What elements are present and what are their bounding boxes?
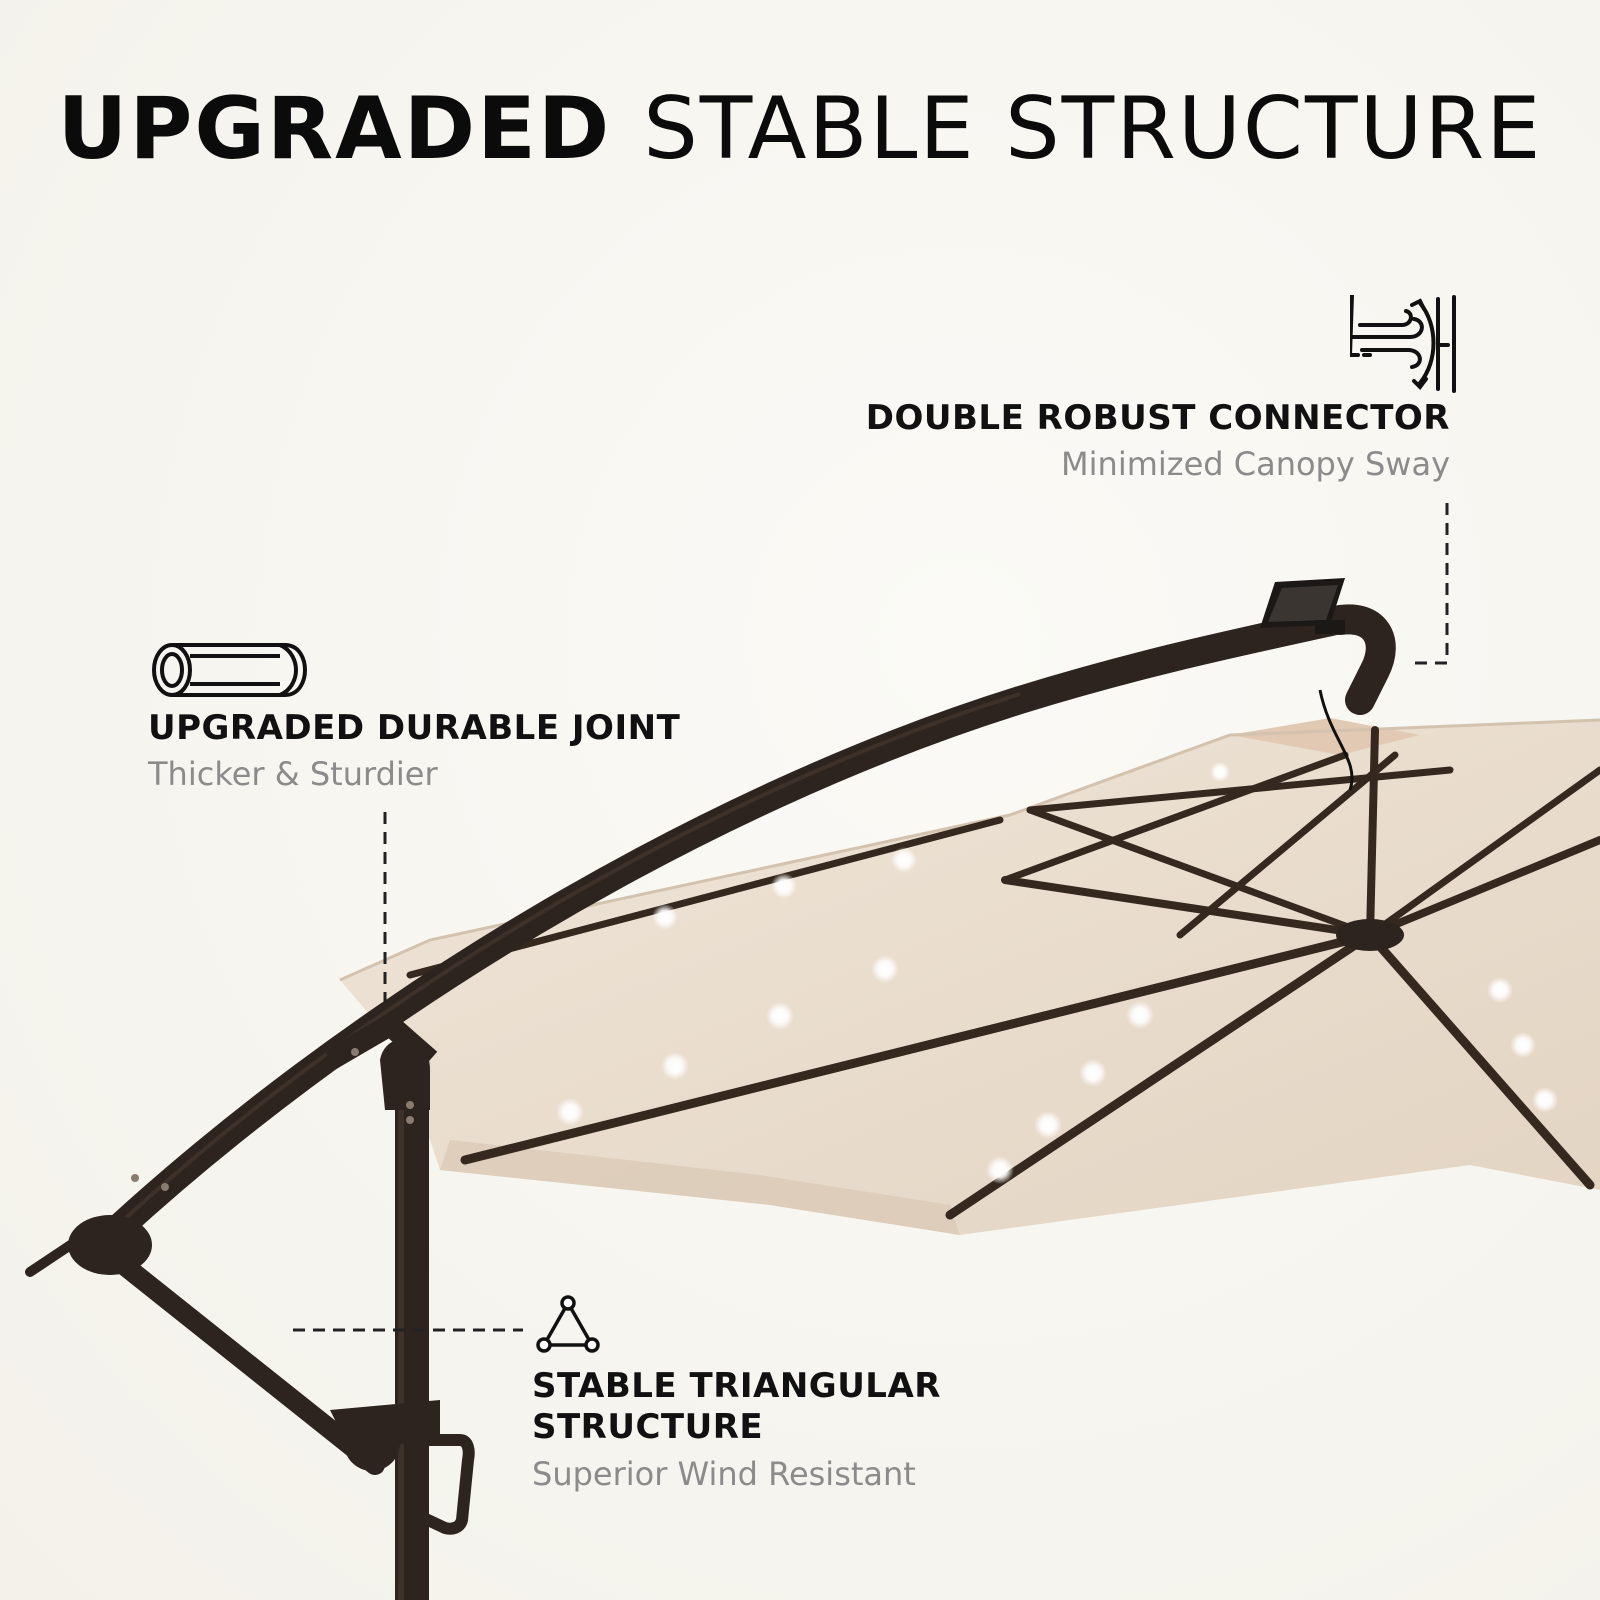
solar-panel [1260,578,1345,634]
feature-heading-line1: STABLE TRIANGULAR [532,1366,941,1406]
wind-icon [1350,295,1456,393]
pipe-icon [152,643,308,697]
rib-hub [1336,919,1404,951]
feature-subtitle: Thicker & Sturdier [148,755,438,794]
feature-heading-line2: STRUCTURE [532,1407,764,1448]
leader-lines [293,503,1449,1332]
page-title: UPGRADED STABLE STRUCTURE [0,78,1600,181]
feature-heading: DOUBLE ROBUST CONNECTOR [865,398,1450,438]
title-light: STABLE STRUCTURE [643,79,1543,179]
led-lights [556,762,1558,1184]
feature-subtitle: Minimized Canopy Sway [1061,445,1450,484]
feature-upgraded-durable-joint: UPGRADED DURABLE JOINT Thicker & Sturdie… [148,708,680,793]
feature-subtitle: Superior Wind Resistant [532,1454,916,1493]
feature-double-robust-connector: DOUBLE ROBUST CONNECTOR Minimized Canopy… [866,398,1450,483]
feature-heading: UPGRADED DURABLE JOINT [148,708,681,748]
title-bold: UPGRADED [57,79,612,179]
umbrella-frame [25,604,1396,1600]
triangle-icon [536,1295,600,1353]
feature-stable-triangular-structure: STABLE TRIANGULAR STRUCTURE Superior Win… [532,1366,941,1493]
